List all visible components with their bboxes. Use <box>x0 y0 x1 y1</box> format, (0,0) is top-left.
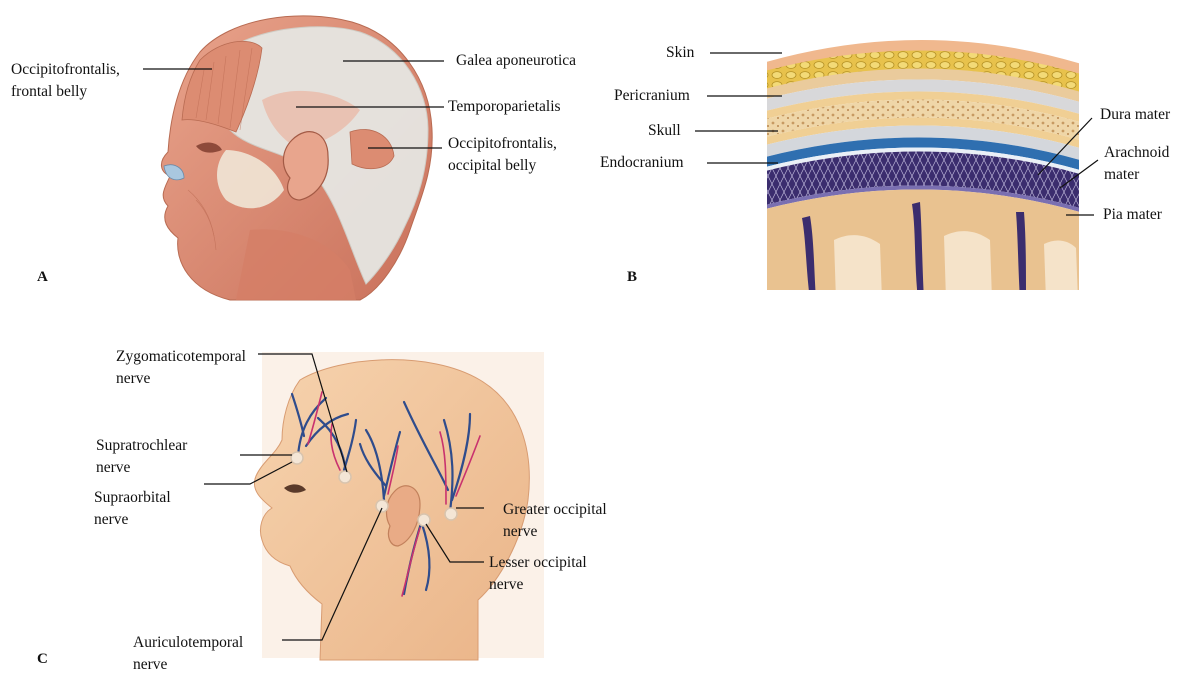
label-occipitofrontalis-occipital: Occipitofrontalis, occipital belly <box>448 133 557 177</box>
head-muscle-illustration <box>161 16 432 300</box>
panel-letter-c: C <box>37 651 48 668</box>
label-skull: Skull <box>648 120 681 142</box>
label-zygomaticotemporal-nerve: Zygomaticotemporal nerve <box>116 346 246 390</box>
label-endocranium: Endocranium <box>600 152 684 174</box>
label-skin: Skin <box>666 42 694 64</box>
label-temporoparietalis: Temporoparietalis <box>448 96 561 118</box>
label-galea-aponeurotica: Galea aponeurotica <box>456 50 576 72</box>
label-pia-mater: Pia mater <box>1103 204 1162 226</box>
head-nerve-illustration <box>254 352 544 660</box>
label-pericranium: Pericranium <box>614 85 690 107</box>
panel-letter-b: B <box>627 269 637 286</box>
label-supratrochlear-nerve: Supratrochlear nerve <box>96 435 187 479</box>
label-auriculotemporal-nerve: Auriculotemporal nerve <box>133 632 243 676</box>
label-arachnoid-mater: Arachnoid mater <box>1104 142 1169 186</box>
panel-letter-a: A <box>37 269 48 286</box>
label-supraorbital-nerve: Supraorbital nerve <box>94 487 171 531</box>
meninges-cross-section <box>740 30 1100 300</box>
label-dura-mater: Dura mater <box>1100 104 1170 126</box>
label-greater-occipital-nerve: Greater occipital nerve <box>503 499 607 543</box>
label-lesser-occipital-nerve: Lesser occipital nerve <box>489 552 587 596</box>
label-occipitofrontalis-frontal: Occipitofrontalis, frontal belly <box>11 59 120 103</box>
